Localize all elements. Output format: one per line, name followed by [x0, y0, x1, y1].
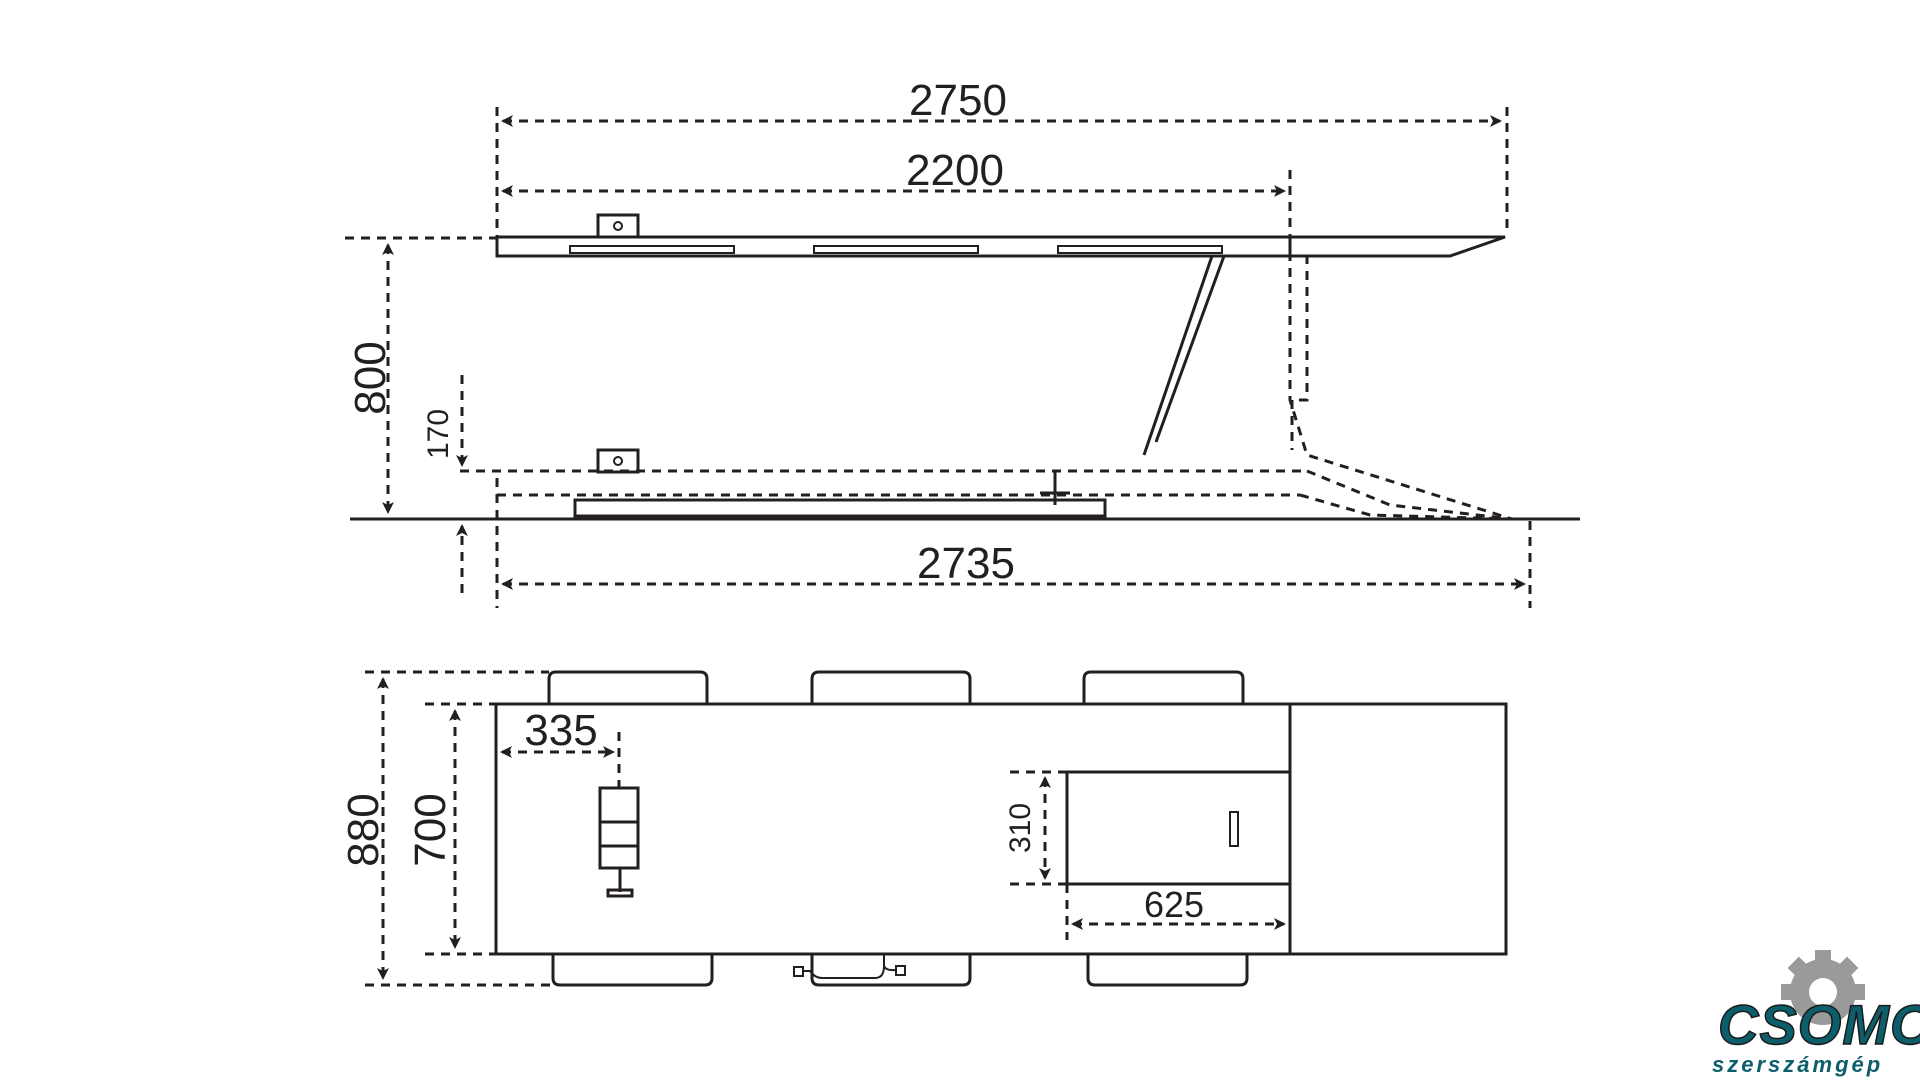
dimension-2735-label: 2735 [917, 539, 1015, 588]
dimension-310-label: 310 [1004, 803, 1037, 853]
lowered-ramp [1306, 469, 1513, 521]
top-view: 335 310 625 880 700 [339, 670, 1508, 987]
platform-pad [569, 245, 735, 254]
cable [803, 954, 897, 979]
plate-slot [1229, 811, 1239, 847]
side-view: 2750 2200 800 [345, 76, 1580, 608]
platform-pad [1057, 245, 1223, 254]
control-box-top [596, 213, 640, 239]
support-pad-top [547, 670, 709, 704]
platform-pad [813, 245, 979, 254]
control-knob [613, 221, 623, 231]
support-pad-top [1082, 670, 1245, 704]
dimension-170-label: 170 [422, 409, 455, 459]
lift-arm [1154, 255, 1226, 443]
support-pad-bottom [1086, 954, 1249, 987]
dimension-2200-label: 2200 [906, 146, 1004, 195]
lowered-platform [573, 498, 1107, 518]
logo-tagline: szerszámgép [1712, 1052, 1883, 1077]
platform-body [494, 702, 1508, 956]
control-unit [598, 786, 640, 870]
dimension-880-label: 880 [339, 793, 388, 866]
support-pad-bottom [810, 954, 972, 987]
lift-arm [1142, 255, 1214, 456]
cable-plug [895, 965, 906, 976]
dimension-700-label: 700 [406, 793, 455, 866]
dimension-2750-label: 2750 [909, 76, 1007, 125]
gear-icon [1781, 950, 1865, 1025]
hidden-ramp-edge [1290, 254, 1309, 450]
control-knob [613, 456, 623, 466]
hidden-ramp-edge [1288, 236, 1513, 521]
dimension-625-label: 625 [1144, 884, 1204, 925]
support-pad-bottom [551, 954, 714, 987]
control-box-bottom [596, 448, 640, 474]
logo-wordmark: CSOMOR [1718, 993, 1920, 1056]
support-pad-top [810, 670, 972, 704]
raised-platform [495, 235, 1292, 258]
dimension-335-label: 335 [524, 706, 597, 755]
dimension-800-label: 800 [346, 341, 395, 414]
cable-plug [793, 966, 804, 977]
ramp-plate [1065, 770, 1292, 886]
brand-logo: CSOMOR szerszámgép [1712, 950, 1920, 1077]
control-unit-handle [606, 888, 634, 898]
